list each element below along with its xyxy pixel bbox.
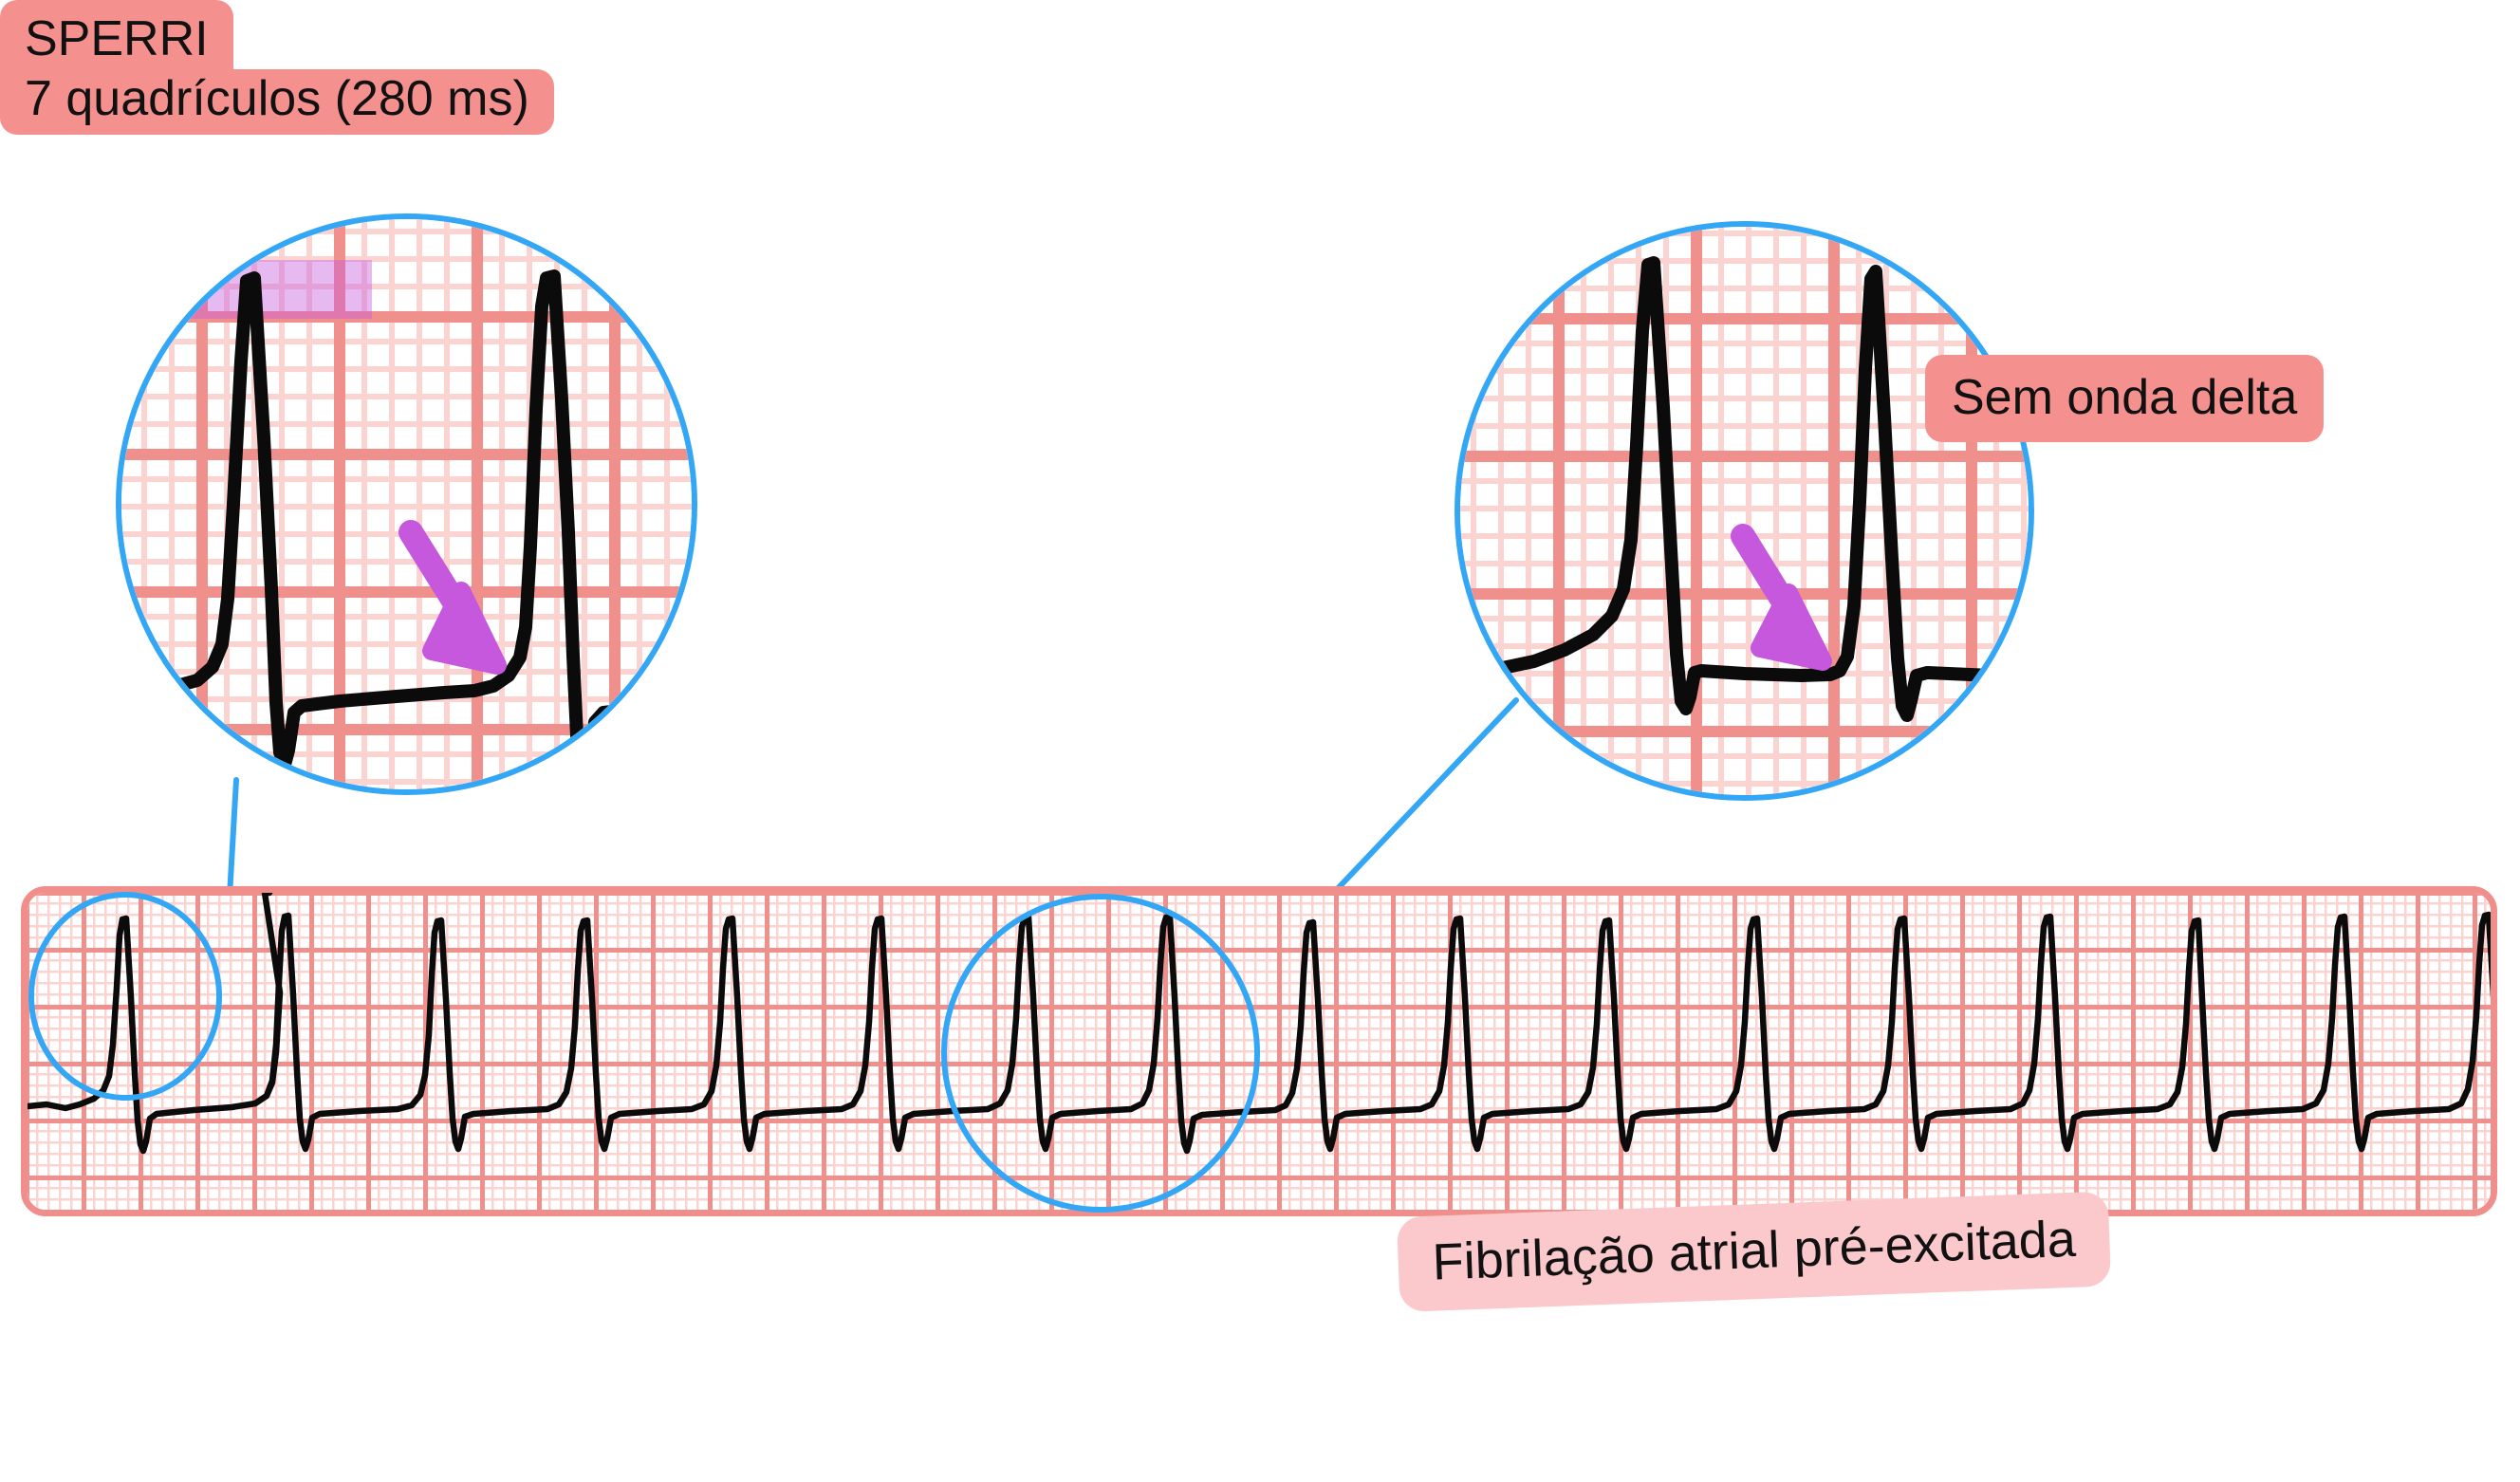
arrow-down-right-icon: [398, 520, 507, 675]
magnifier-lens-sperri[interactable]: [116, 213, 697, 795]
lens-waveform-left: [121, 269, 692, 781]
arrow-down-right-icon: [1731, 524, 1832, 671]
strip-waveform: [28, 893, 2491, 1155]
magnifier-lens-no-delta[interactable]: [1455, 221, 2034, 801]
ecg-rhythm-strip[interactable]: [21, 886, 2497, 1216]
lens-waveform-right: [1460, 256, 2029, 722]
callout-sperri: SPERRI 7 quadrículos (280 ms): [0, 0, 2520, 136]
callout-sperri-line1: SPERRI: [0, 0, 233, 70]
callout-sperri-line2: 7 quadrículos (280 ms): [0, 69, 554, 136]
lens-ecg-grid: [1460, 227, 2029, 795]
lens-ecg-grid: [121, 219, 692, 789]
callout-no-delta: Sem onda delta: [1925, 355, 2325, 442]
sperri-measurement-band: [165, 260, 372, 319]
